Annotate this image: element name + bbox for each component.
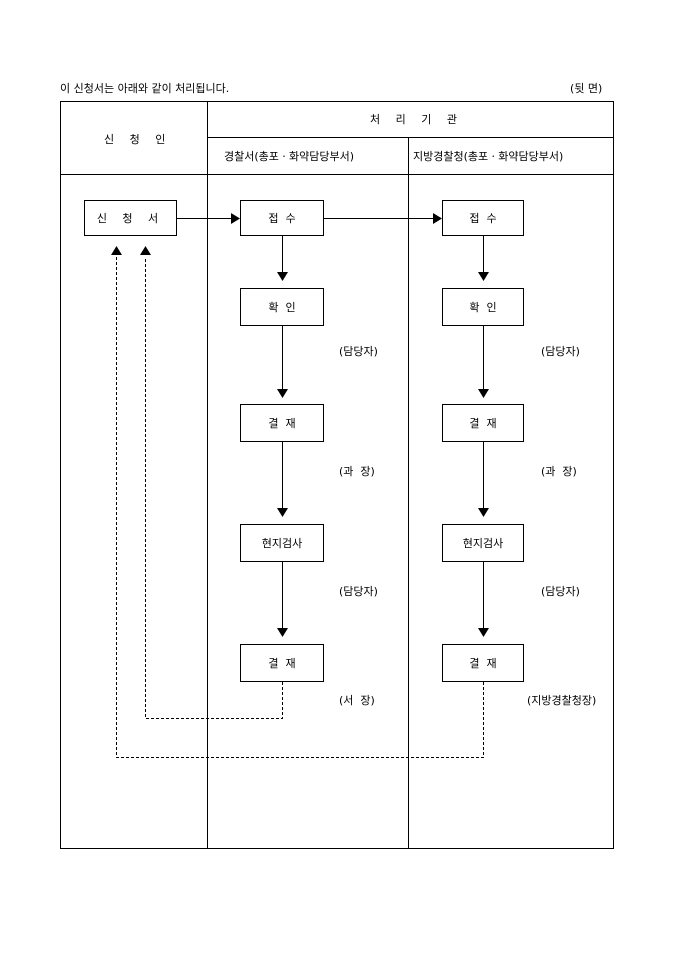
provincial-step-final-approval-label: 결 재 (469, 657, 497, 670)
application-form-label: 신 청 서 (96, 212, 165, 225)
table-border (60, 101, 614, 849)
provincial-step-approval: 결 재 (442, 404, 524, 442)
police-step-receipt-label: 접 수 (268, 212, 296, 225)
arrow-down-icon (478, 389, 489, 398)
arrow-up-icon (140, 246, 151, 255)
police-step-site-inspection-label: 현지검사 (261, 537, 303, 550)
arrow-down-icon (277, 508, 288, 517)
provincial-step-site-inspection-label: 현지검사 (462, 537, 504, 550)
application-form-box: 신 청 서 (84, 200, 177, 236)
police-step-confirm-label: 확 인 (268, 301, 296, 314)
police-step-confirm: 확 인 (240, 288, 324, 326)
arrow-right-icon (433, 213, 442, 224)
return-path-police (145, 257, 283, 719)
arrow-down-icon (478, 272, 489, 281)
header-police-station: 경찰서(총포ㆍ화약담당부서) (224, 150, 355, 163)
police-step-receipt: 접 수 (240, 200, 324, 236)
intro-text: 이 신청서는 아래와 같이 처리됩니다. (60, 82, 230, 95)
provincial-step-confirm-label: 확 인 (469, 301, 497, 314)
police-note-officer-2: (담당자) (339, 585, 378, 598)
arrow-down-icon (277, 272, 288, 281)
provincial-note-officer-1: (담당자) (541, 345, 580, 358)
provincial-step-receipt-label: 접 수 (469, 212, 497, 225)
provincial-step-site-inspection: 현지검사 (442, 524, 524, 562)
provincial-step-final-approval: 결 재 (442, 644, 524, 682)
arrow-down-icon (478, 628, 489, 637)
police-step-approval: 결 재 (240, 404, 324, 442)
provincial-step-confirm: 확 인 (442, 288, 524, 326)
police-note-section-chief: (과 장) (339, 465, 375, 478)
arrow-up-icon (111, 246, 122, 255)
police-step-site-inspection: 현지검사 (240, 524, 324, 562)
header-agency: 처 리 기 관 (370, 113, 463, 126)
return-path-provincial (116, 257, 484, 758)
provincial-note-officer-2: (담당자) (541, 585, 580, 598)
police-step-final-approval: 결 재 (240, 644, 324, 682)
arrow-down-icon (478, 508, 489, 517)
provincial-note-commissioner: (지방경찰청장) (527, 694, 597, 707)
police-step-approval-label: 결 재 (268, 417, 296, 430)
police-step-final-approval-label: 결 재 (268, 657, 296, 670)
police-note-station-chief: (서 장) (339, 694, 375, 707)
header-applicant: 신 청 인 (104, 133, 172, 146)
arrow-down-icon (277, 628, 288, 637)
header-provincial-police: 지방경찰청(총포ㆍ화약담당부서) (413, 150, 564, 163)
police-note-officer-1: (담당자) (339, 345, 378, 358)
back-side-label: (뒷 면) (570, 82, 603, 95)
arrow-right-icon (231, 213, 240, 224)
provincial-step-receipt: 접 수 (442, 200, 524, 236)
provincial-note-section-chief: (과 장) (541, 465, 577, 478)
provincial-step-approval-label: 결 재 (469, 417, 497, 430)
arrow-down-icon (277, 389, 288, 398)
